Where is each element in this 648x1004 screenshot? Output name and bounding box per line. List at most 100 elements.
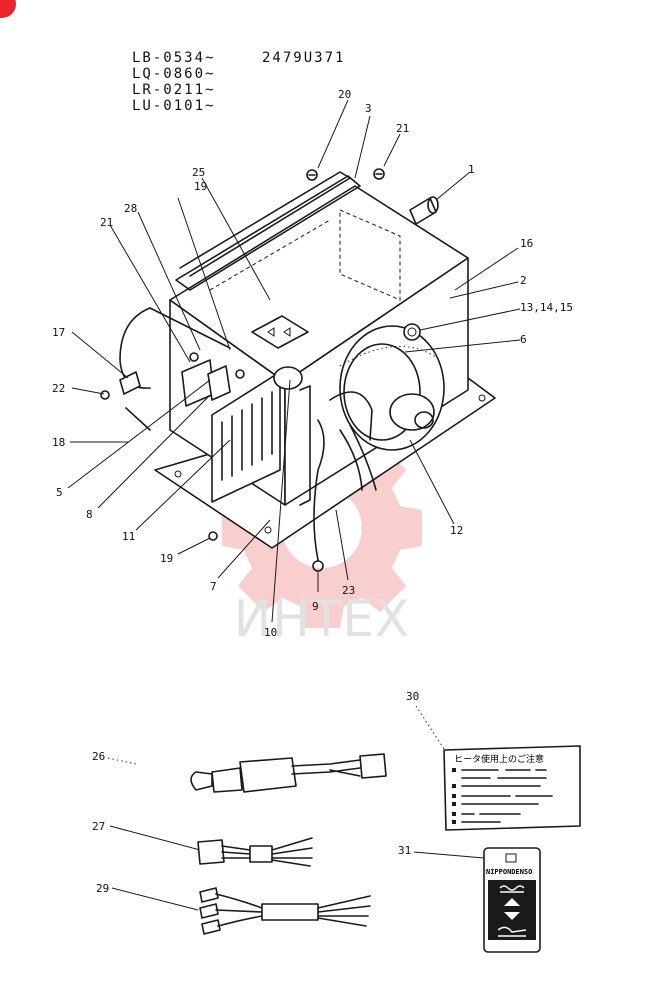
callout-27: 27: [92, 820, 105, 833]
screw-icon: [235, 369, 245, 379]
base-hole: [174, 470, 182, 478]
hidden-line: [209, 219, 331, 291]
callout-19-top: 19: [194, 180, 207, 193]
motor-shaft: [414, 411, 434, 429]
callout-10: 10: [264, 626, 277, 639]
leader-27: [109, 825, 201, 851]
callout-9: 9: [312, 600, 319, 613]
serial-line-4: LU-0101~: [132, 98, 215, 114]
knob-center: [407, 327, 417, 337]
callout-30: 30: [406, 690, 419, 703]
callout-28: 28: [124, 202, 137, 215]
callout-12: 12: [450, 524, 463, 537]
harness-connector: [197, 839, 225, 865]
control-decal-31: 31 NIPPONDENSO: [398, 844, 541, 953]
top-flange: [175, 175, 361, 291]
screw-icon: [208, 531, 218, 541]
arrow-icon: [267, 327, 291, 337]
arrow-up-icon: [504, 898, 520, 906]
callout-29: 29: [96, 882, 109, 895]
louver-panel: [211, 371, 281, 503]
motor-body: [389, 393, 435, 431]
switch-connector: [359, 753, 387, 779]
strap: [125, 407, 151, 431]
footwell-icon: [497, 926, 527, 937]
resistor-cap: [273, 366, 303, 390]
switch-stem: [211, 767, 243, 793]
callout-31: 31: [398, 844, 411, 857]
harness-fanout: [271, 837, 313, 867]
base-hole: [264, 526, 272, 534]
callout-2: 2: [520, 274, 527, 287]
harness-27: 27: [92, 820, 313, 867]
callout-25: 25: [192, 166, 205, 179]
wire-sleeve: [261, 903, 319, 921]
switch-wire: [329, 769, 361, 777]
switch-wire: [291, 759, 361, 767]
terminal: [199, 887, 219, 903]
screw-icon: [306, 169, 318, 181]
heater-unit: [100, 168, 496, 572]
callout-20: 20: [338, 88, 351, 101]
terminal: [199, 903, 219, 919]
watermark-text: ИНТЕХ: [234, 590, 410, 648]
ground-terminal: [312, 560, 324, 572]
callout-6: 6: [520, 333, 527, 346]
switch-wire: [291, 767, 361, 775]
hidden-core: [339, 209, 401, 301]
callout-26: 26: [92, 750, 105, 763]
switch-assembly-26: 26: [92, 750, 387, 793]
callout-19-bottom: 19: [160, 552, 173, 565]
callout-5: 5: [56, 486, 63, 499]
callouts-main: 1 2 3 5 6 7 8 9 10 11 12 13,14,15 16 17 …: [52, 88, 573, 639]
callout-22: 22: [52, 382, 65, 395]
leader-29: [111, 887, 199, 911]
screw-icon: [373, 168, 385, 180]
fan-inner: [343, 343, 421, 441]
screw-icon: [100, 390, 110, 400]
leader-lines: [67, 99, 521, 623]
corner-badge: [0, 0, 16, 18]
decal-window: [505, 853, 517, 863]
header-serials: LB-0534~ LQ-0860~ LR-0211~ LU-0101~: [132, 50, 215, 114]
ground-wire: [313, 419, 325, 561]
caution-label-30: 30 ヒータ使用上のご注意: [406, 690, 581, 831]
serial-line-1: LB-0534~: [132, 50, 215, 66]
wire-fanout: [317, 895, 371, 927]
arrow-down-icon: [504, 912, 520, 920]
switch-knob: [190, 771, 213, 791]
leader-26: [107, 757, 137, 765]
callout-21-left: 21: [100, 216, 113, 229]
leader-31: [413, 851, 485, 859]
base-hole: [478, 394, 486, 402]
callout-8: 8: [86, 508, 93, 521]
switch-body: [239, 757, 297, 793]
screw-icon: [189, 352, 199, 362]
louver-slots: [221, 391, 273, 481]
label-card: [443, 745, 581, 831]
callout-3: 3: [365, 102, 372, 115]
leader-30: [415, 705, 447, 753]
wire-set-29: 29: [96, 882, 371, 935]
callout-17: 17: [52, 326, 65, 339]
heater-icon: [499, 885, 525, 893]
switch-lever: [207, 365, 231, 401]
callout-23: 23: [342, 584, 355, 597]
terminal-wires: [215, 893, 263, 927]
decal-brand: NIPPONDENSO: [486, 868, 532, 876]
callout-21-top: 21: [396, 122, 409, 135]
serial-line-2: LQ-0860~: [132, 66, 215, 82]
callout-18: 18: [52, 436, 65, 449]
knob-13-14-15: [403, 323, 421, 341]
callout-16: 16: [520, 237, 533, 250]
callout-11: 11: [122, 530, 135, 543]
terminal: [201, 919, 221, 935]
label-30-title: ヒータ使用上のご注意: [454, 753, 544, 765]
callout-13-14-15: 13,14,15: [520, 301, 573, 314]
serial-line-3: LR-0211~: [132, 82, 215, 98]
callout-7: 7: [210, 580, 217, 593]
wire-clip: [119, 371, 141, 395]
fan-dotted-edge: [339, 345, 441, 367]
